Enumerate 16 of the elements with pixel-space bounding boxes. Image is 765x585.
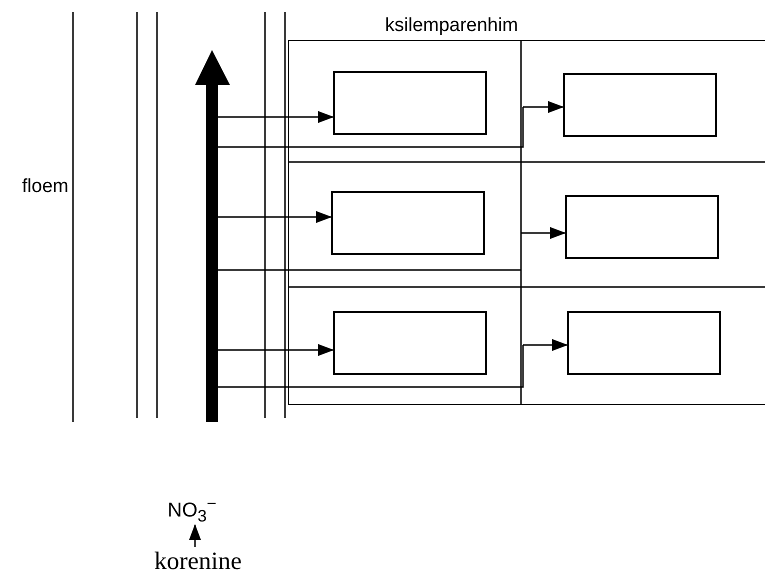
arrow: [523, 339, 568, 351]
tissue-label: korenine: [154, 548, 242, 576]
cell-box: [564, 194, 718, 258]
cell-box: [332, 310, 486, 374]
arrow: [523, 101, 564, 113]
arrow: [218, 344, 334, 356]
tissue-label: floem: [22, 176, 68, 198]
arrow: [218, 111, 334, 123]
arrow: [189, 524, 201, 547]
cell-box: [566, 310, 720, 374]
cell-box: [562, 72, 716, 136]
arrow: [218, 211, 332, 223]
region-label: ksilemparenhim: [385, 15, 518, 37]
arrow: [521, 227, 566, 239]
cell-box: [332, 70, 486, 134]
cell-box: [330, 190, 484, 254]
